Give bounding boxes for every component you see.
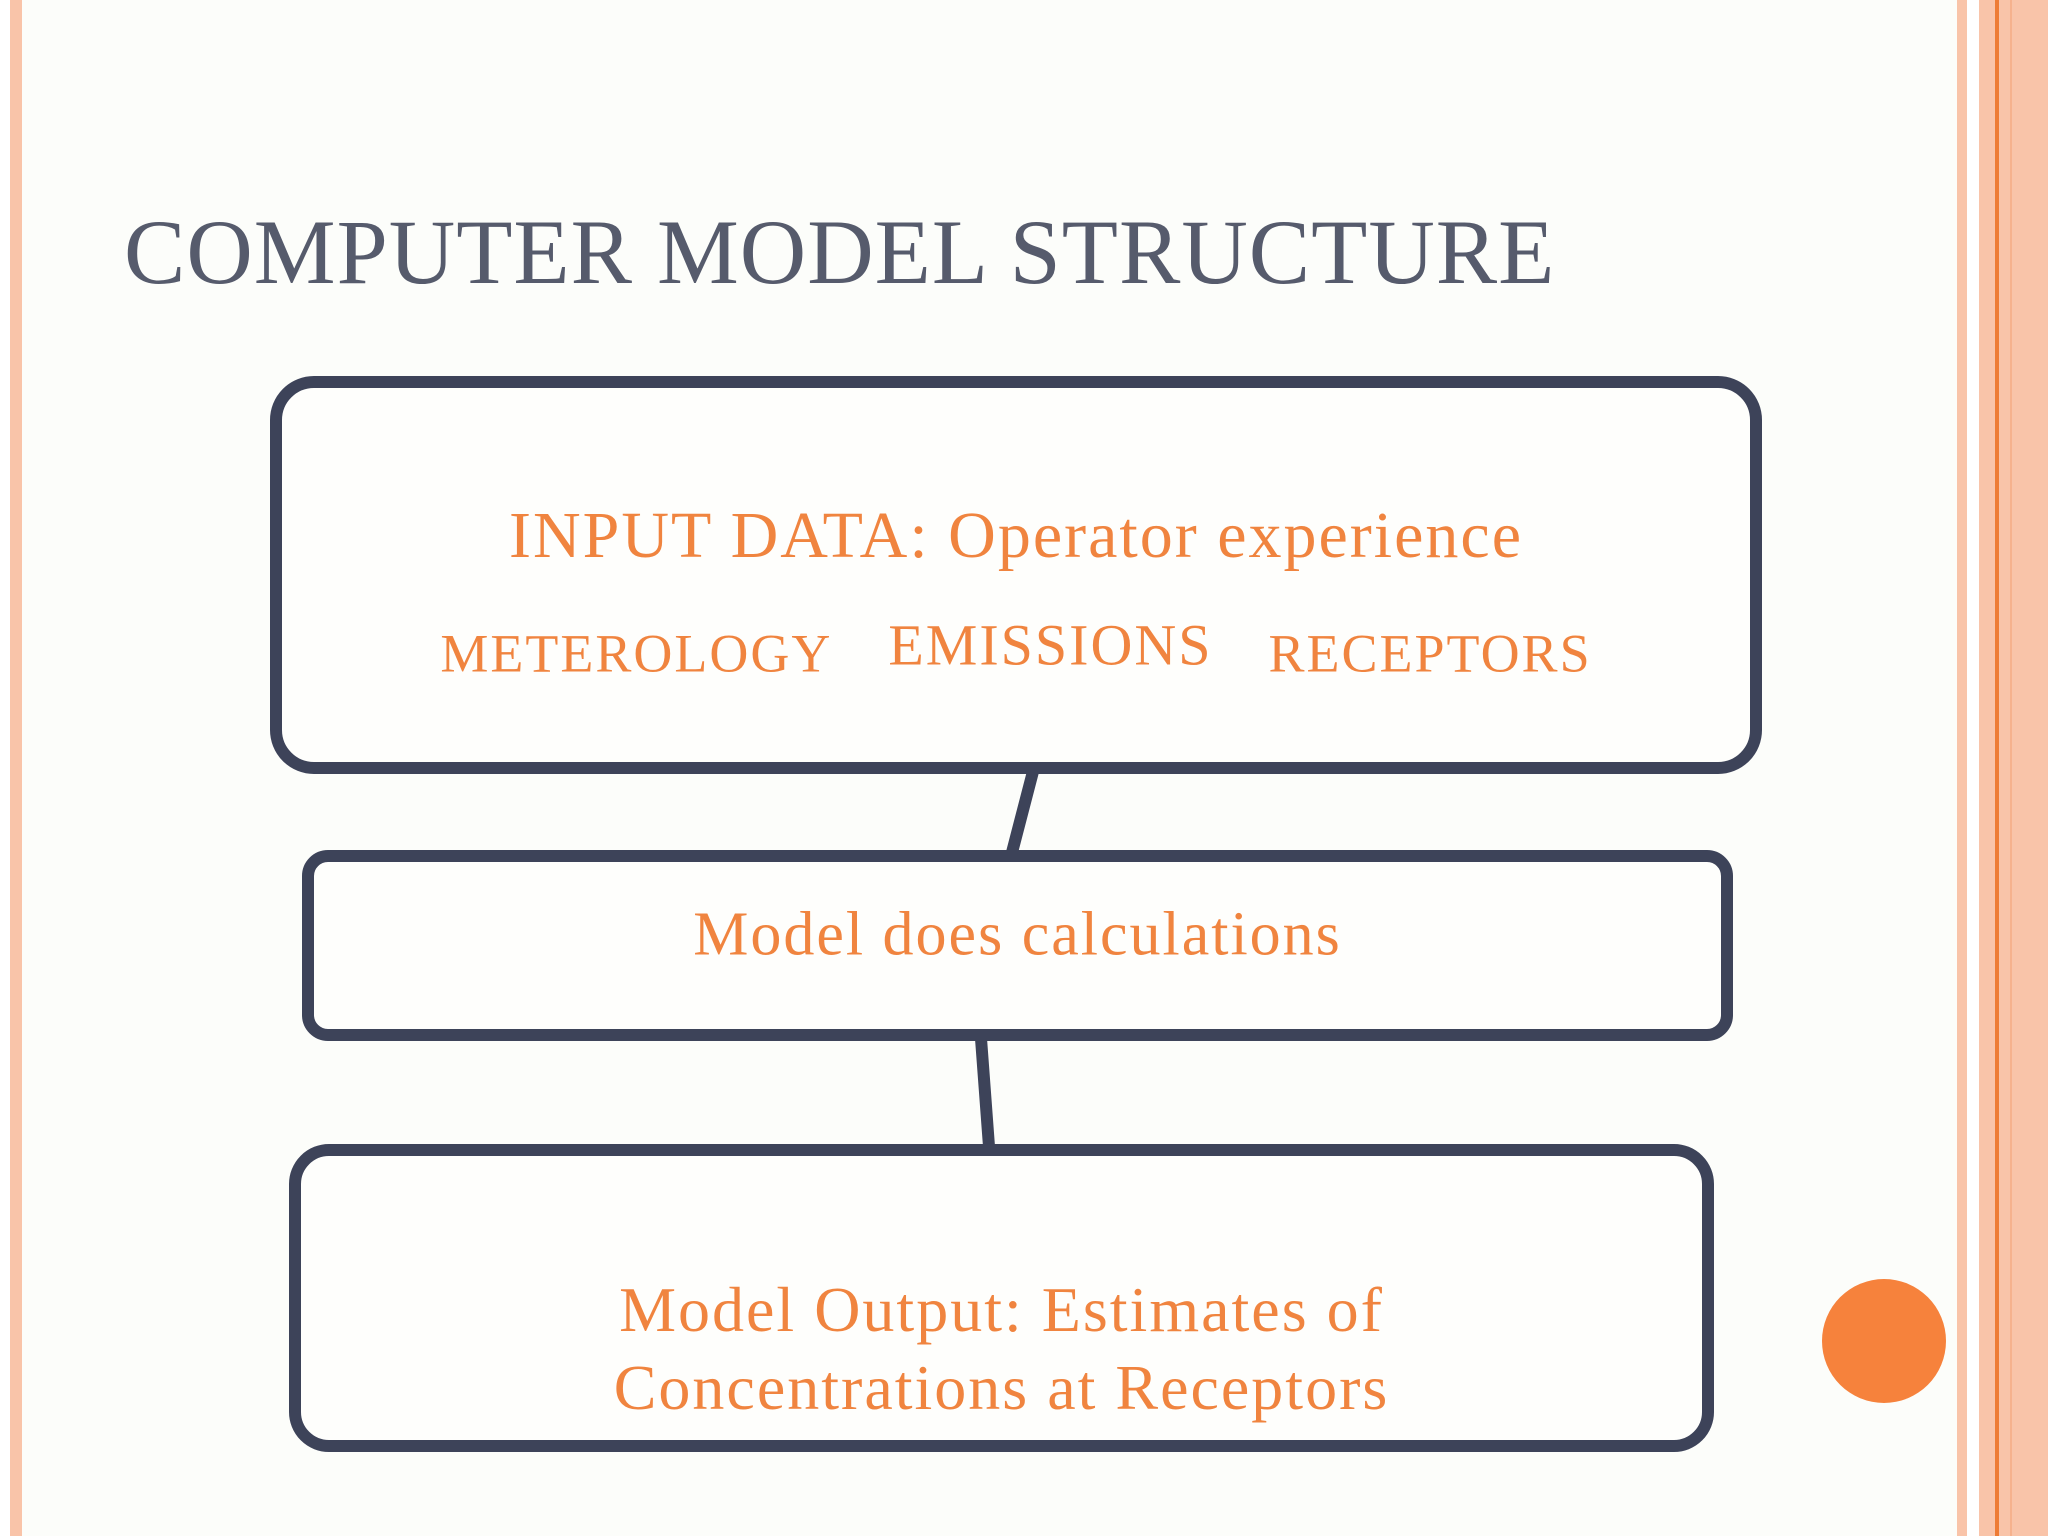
connector-input-to-process [1003,754,1042,870]
input-item-receptors: RECEPTORS [1268,623,1592,684]
accent-circle [1822,1279,1946,1403]
connector-process-to-output [974,1019,996,1166]
input-box-items-row: METEROLOGY EMISSIONS RECEPTORS [282,613,1750,686]
output-box-line2: Concentrations at Receptors [613,1352,1390,1423]
input-item-meterology: METEROLOGY [440,623,833,684]
input-data-box: INPUT DATA: Operator experience METEROLO… [270,376,1762,774]
right-edge-peach-stripe-inner [1957,0,1967,1536]
right-edge-orange-line [1995,0,1999,1536]
process-box-label: Model does calculations [693,900,1342,969]
input-box-heading: INPUT DATA: Operator experience [508,499,1523,572]
left-edge-white-stripe [0,0,10,1536]
right-edge-white-stripe [1967,0,1979,1536]
process-box: Model does calculations [302,850,1733,1041]
right-edge-peach-band [1979,0,2048,1536]
output-box: Model Output: Estimates of Concentration… [289,1144,1714,1452]
output-box-line1: Model Output: Estimates of [619,1274,1384,1345]
right-edge-faint-line [2010,0,2012,1536]
left-edge-peach-stripe [10,0,22,1536]
slide-title: COMPUTER MODEL STRUCTURE [124,201,1556,303]
input-item-emissions: EMISSIONS [888,612,1213,678]
